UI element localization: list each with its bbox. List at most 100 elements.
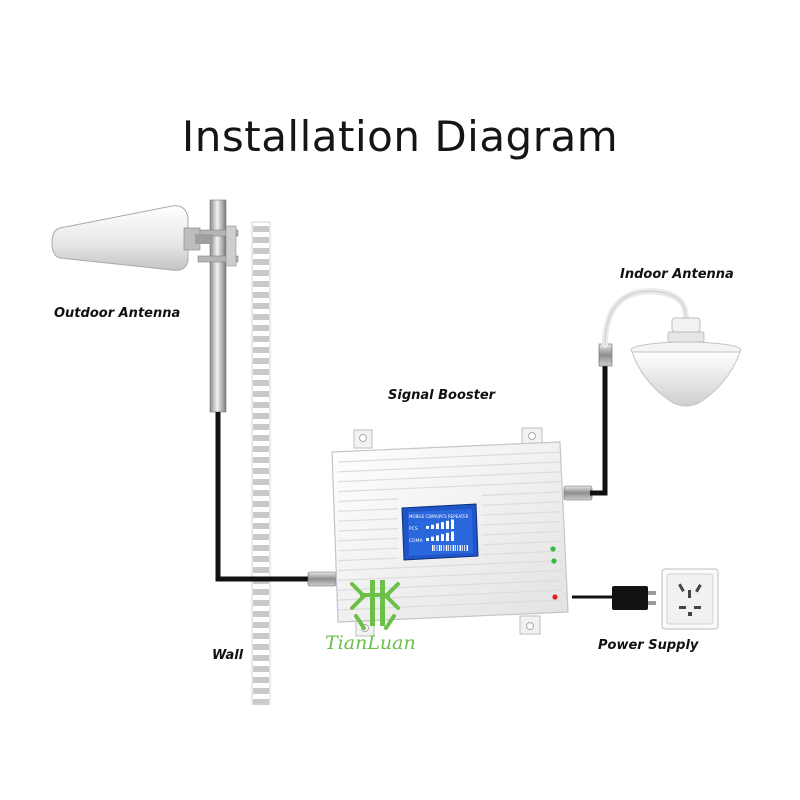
- label-signal-booster: Signal Booster: [388, 388, 496, 403]
- led-green-2: [551, 558, 557, 564]
- signal-bar: [441, 534, 444, 541]
- outdoor-cable: [215, 412, 312, 582]
- signal-bar: [436, 535, 439, 541]
- booster-rib: [337, 527, 399, 532]
- barcode-line: [448, 545, 449, 551]
- wall-brick: [253, 534, 269, 540]
- wall-brick: [253, 633, 269, 639]
- wall-brick: [253, 402, 269, 408]
- wall-brick: [253, 501, 269, 507]
- signal-bar: [441, 522, 444, 529]
- wall-brick: [253, 677, 269, 683]
- barcode-line: [461, 545, 463, 551]
- booster-input-connector: [307, 571, 337, 587]
- indoor-cable: [590, 356, 608, 496]
- wall-brick: [253, 435, 269, 441]
- booster-rib: [337, 599, 563, 611]
- screen-signal-bars: [426, 519, 454, 541]
- wall-brick: [253, 479, 269, 485]
- wall-brick: [253, 325, 269, 331]
- booster-rib: [481, 550, 561, 556]
- wall-brick: [253, 589, 269, 595]
- wall-brick: [253, 468, 269, 474]
- wall-brick: [253, 314, 269, 320]
- booster-rib: [337, 471, 563, 483]
- indoor-antenna: [630, 317, 742, 407]
- wall-brick: [253, 666, 269, 672]
- barcode-line: [459, 545, 462, 551]
- wall-brick: [253, 545, 269, 551]
- wall-brick: [253, 655, 269, 661]
- wall-brick: [253, 413, 269, 419]
- barcode-line: [436, 545, 438, 551]
- label-power-supply: Power Supply: [598, 638, 699, 653]
- wall-brick: [253, 226, 269, 232]
- brand-name: TianLuan: [325, 632, 416, 654]
- wall-brick: [253, 369, 269, 375]
- wall-brick: [253, 490, 269, 496]
- label-outdoor-antenna: Outdoor Antenna: [54, 306, 181, 321]
- barcode-line: [443, 545, 445, 551]
- wall: [251, 221, 271, 705]
- booster-rib: [337, 481, 563, 493]
- wall-brick: [253, 358, 269, 364]
- booster-rib: [337, 461, 563, 473]
- wall-brick: [253, 611, 269, 617]
- wall-brick: [253, 699, 269, 705]
- led-green-1: [550, 546, 556, 552]
- wall-brick: [253, 281, 269, 287]
- wall-brick: [253, 457, 269, 463]
- wall-brick: [253, 688, 269, 694]
- barcode-line: [450, 545, 452, 551]
- booster-rib: [481, 520, 561, 526]
- booster-rib: [337, 547, 399, 552]
- wall-socket: [661, 568, 719, 630]
- wall-brick: [253, 237, 269, 243]
- signal-bar: [426, 538, 429, 541]
- signal-bar: [451, 531, 454, 541]
- booster-rib: [337, 589, 563, 601]
- signal-bar: [451, 519, 454, 529]
- screen-header: MOBILE CDMA/PCS REPEATER: [409, 514, 469, 519]
- signal-booster: MOBILE CDMA/PCS REPEATER PCS CDMA: [331, 427, 569, 637]
- barcode-line: [466, 545, 468, 551]
- signal-bar: [431, 536, 434, 541]
- screen-band-cdma: CDMA: [409, 538, 423, 544]
- barcode-line: [441, 545, 442, 551]
- wall-brick: [253, 347, 269, 353]
- wall-brick: [253, 446, 269, 452]
- screen-band-pcs: PCS: [409, 526, 418, 532]
- antenna-mast: [197, 199, 239, 413]
- power-adapter-plug: [612, 586, 656, 610]
- diagram-title: Installation Diagram: [181, 112, 619, 161]
- signal-bar: [431, 524, 434, 529]
- wall-brick: [253, 567, 269, 573]
- booster-rib: [337, 537, 399, 542]
- wall-brick: [253, 424, 269, 430]
- label-indoor-antenna: Indoor Antenna: [620, 267, 734, 282]
- booster-rib: [481, 501, 561, 506]
- screen-barcode: [432, 545, 468, 551]
- barcode-line: [452, 545, 455, 551]
- signal-bar: [446, 520, 449, 529]
- signal-bar: [446, 532, 449, 541]
- wall-brick: [253, 292, 269, 298]
- booster-rib: [337, 451, 563, 463]
- brand-logo-icon: [350, 580, 400, 630]
- led-red-power: [552, 594, 558, 600]
- booster-rib: [337, 557, 399, 562]
- booster-rib: [337, 508, 399, 512]
- booster-output-connector: [563, 485, 593, 501]
- booster-rib: [337, 559, 563, 572]
- wall-brick: [253, 380, 269, 386]
- booster-rib: [337, 569, 563, 581]
- wall-brick: [253, 259, 269, 265]
- booster-rib: [481, 540, 561, 546]
- barcode-line: [464, 545, 465, 551]
- booster-rib: [337, 498, 399, 503]
- wall-brick: [253, 512, 269, 518]
- outdoor-antenna: [51, 205, 213, 271]
- wall-brick: [253, 523, 269, 529]
- wall-brick: [253, 644, 269, 650]
